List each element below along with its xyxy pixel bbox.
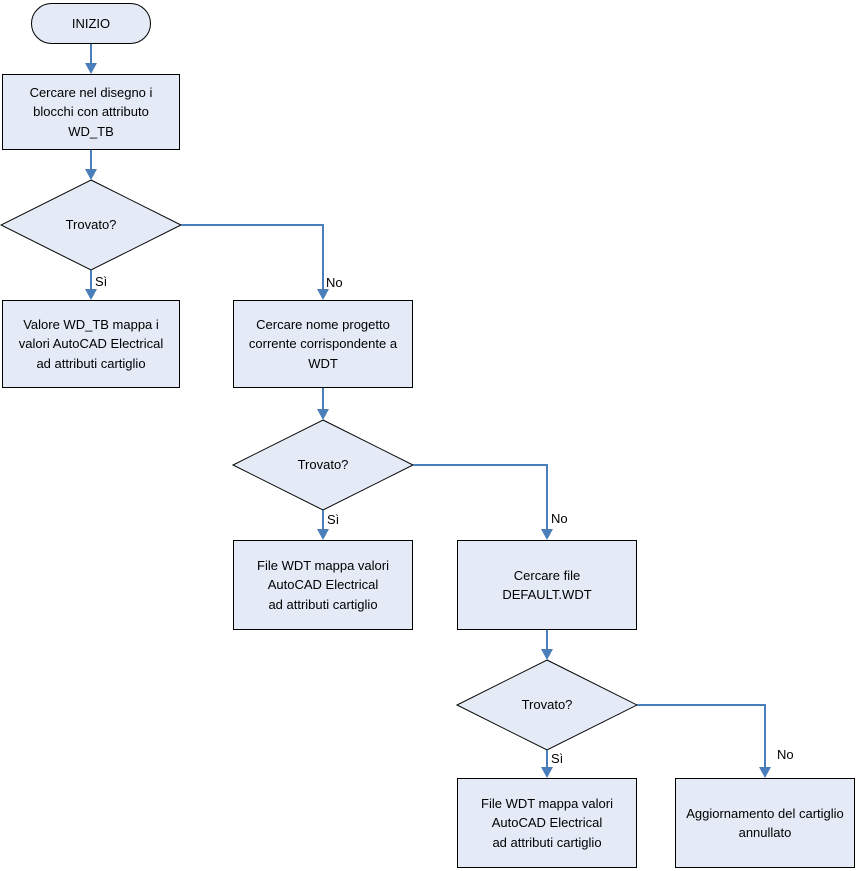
arrowhead-decision-1	[85, 169, 97, 180]
arrowhead-search-default-wdt	[541, 529, 553, 540]
connector-decision-3-no	[637, 704, 766, 770]
node-map-wdt-file-2: File WDT mappa valori AutoCAD Electrical…	[457, 778, 637, 868]
edge-label-no-2: No	[551, 511, 568, 526]
arrowhead-map-wdt-file-1	[317, 529, 329, 540]
arrowhead-update-cancelled	[759, 767, 771, 778]
node-search-project: Cercare nome progetto corrente corrispon…	[233, 300, 413, 388]
arrowhead-search-project	[317, 289, 329, 300]
edge-label-yes-1: Sì	[95, 274, 108, 289]
edge-label-yes-2: Sì	[327, 512, 340, 527]
arrowhead-search-blocks	[85, 63, 97, 74]
node-decision-found-1: Trovato?	[65, 217, 117, 233]
arrowhead-decision-2	[317, 409, 329, 420]
connector-decision-1-no	[181, 224, 324, 292]
node-decision-found-3: Trovato?	[521, 697, 573, 713]
edge-label-no-1: No	[326, 275, 343, 290]
edge-label-no-3: No	[777, 747, 794, 762]
node-search-default-wdt: Cercare file DEFAULT.WDT	[457, 540, 637, 630]
arrowhead-map-wdt-file-2	[541, 767, 553, 778]
edge-label-yes-3: Sì	[551, 751, 564, 766]
node-start: INIZIO	[31, 3, 151, 44]
node-update-cancelled: Aggiornamento del cartiglio annullato	[675, 778, 855, 868]
arrowhead-map-wd-tb	[85, 289, 97, 300]
node-map-wdt-file-1: File WDT mappa valori AutoCAD Electrical…	[233, 540, 413, 630]
node-map-wd-tb: Valore WD_TB mappa i valori AutoCAD Elec…	[2, 300, 180, 388]
node-search-blocks: Cercare nel disegno i blocchi con attrib…	[2, 74, 180, 150]
node-decision-found-2: Trovato?	[297, 457, 349, 473]
arrowhead-decision-3	[541, 649, 553, 660]
connector-decision-2-no	[413, 464, 548, 532]
